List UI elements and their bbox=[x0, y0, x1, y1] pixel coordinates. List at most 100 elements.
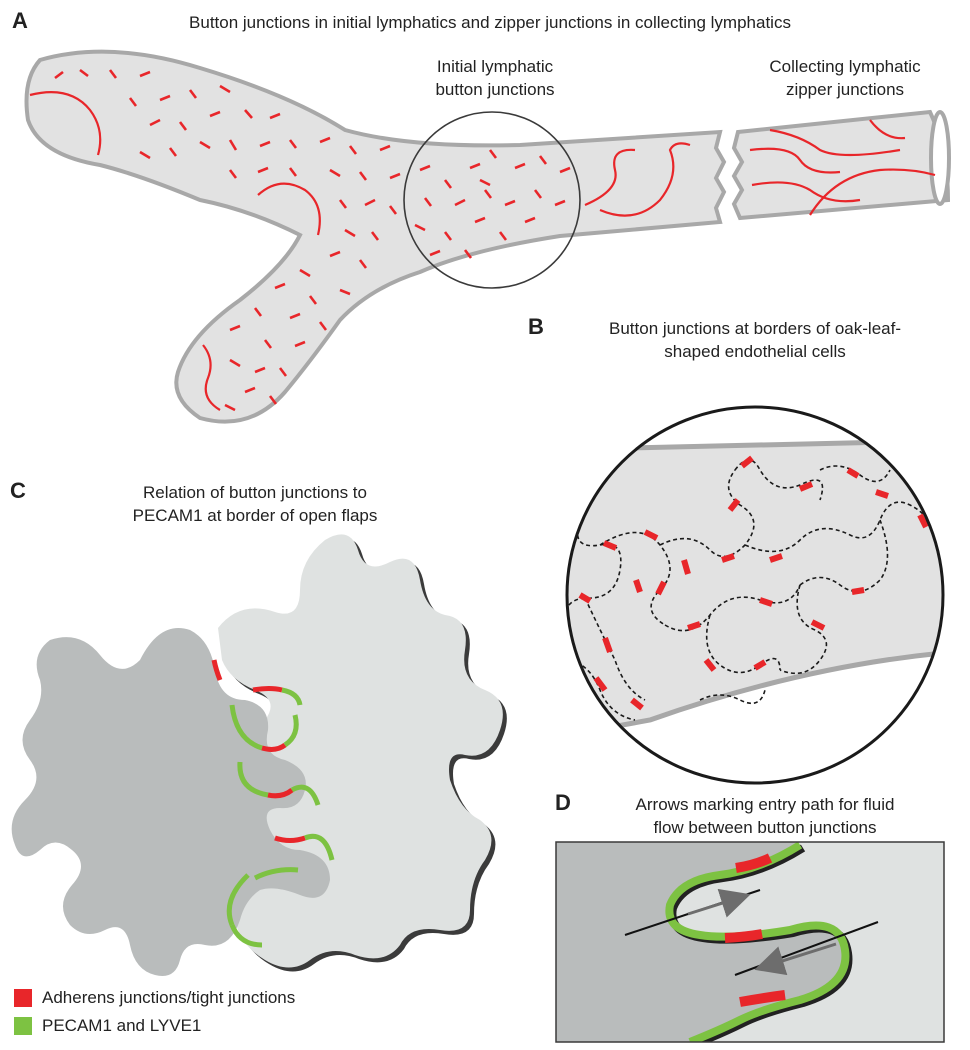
button-junction bbox=[254, 366, 266, 374]
pecam-segment bbox=[226, 873, 250, 926]
pecam-swatch bbox=[14, 1017, 32, 1035]
button-junction bbox=[379, 144, 391, 152]
panel-d-border bbox=[555, 841, 945, 1043]
button-junction bbox=[875, 489, 889, 499]
button-junction bbox=[759, 597, 773, 607]
button-junction bbox=[602, 540, 618, 551]
panel-d-flap-edge-green bbox=[665, 842, 850, 1042]
fluid-entry-view bbox=[555, 841, 945, 1043]
legend-adherens-label: Adherens junctions/tight junctions bbox=[42, 988, 296, 1007]
button-junction bbox=[219, 84, 231, 94]
button-junction bbox=[370, 231, 380, 241]
zipper-line bbox=[584, 148, 636, 207]
button-junction bbox=[288, 139, 298, 149]
panel-b-title-line1: Button junctions at borders of oak-leaf- bbox=[609, 319, 901, 338]
initial-lymphatic-label: Initial lymphatic button junctions bbox=[400, 56, 590, 102]
button-junction bbox=[159, 94, 171, 102]
panel-c-letter: C bbox=[10, 478, 26, 503]
button-junction bbox=[687, 621, 701, 631]
button-junction bbox=[108, 69, 118, 79]
collecting-lymphatic-label-line1: Collecting lymphatic bbox=[769, 57, 921, 76]
button-junction bbox=[389, 172, 401, 180]
button-junction bbox=[917, 513, 929, 529]
panel-b-letter: B bbox=[528, 314, 544, 339]
button-junction bbox=[498, 231, 508, 241]
button-junction bbox=[229, 324, 241, 332]
cell-border bbox=[779, 584, 828, 675]
button-junction bbox=[388, 205, 398, 215]
zipper-line bbox=[869, 119, 906, 140]
panel-d-title-line1: Arrows marking entry path for fluid bbox=[635, 795, 895, 814]
button-junction bbox=[727, 498, 741, 512]
button-junction bbox=[454, 198, 466, 207]
button-junction bbox=[443, 179, 453, 189]
button-junction bbox=[253, 307, 263, 317]
legend-pecam-label: PECAM1 and LYVE1 bbox=[42, 1016, 202, 1035]
zipper-line bbox=[809, 168, 936, 216]
pecam-segment bbox=[283, 714, 299, 748]
adherens-segment bbox=[267, 787, 294, 799]
initial-lymphatic-label-line2: button junctions bbox=[435, 79, 555, 99]
zipper-line bbox=[599, 142, 691, 217]
panel-d-junction-red bbox=[735, 853, 773, 873]
button-junction bbox=[488, 149, 498, 159]
button-junction bbox=[554, 199, 566, 207]
pecam-segment bbox=[304, 833, 335, 861]
button-junction bbox=[633, 579, 643, 593]
button-junction bbox=[319, 136, 331, 144]
button-junction bbox=[128, 97, 138, 107]
button-junction bbox=[178, 121, 188, 131]
button-junction bbox=[338, 199, 348, 209]
button-junction bbox=[348, 145, 358, 155]
cell-border bbox=[584, 597, 646, 701]
button-junction bbox=[228, 139, 238, 151]
button-junction bbox=[769, 553, 783, 563]
button-junction bbox=[224, 403, 236, 412]
button-junction bbox=[643, 529, 659, 541]
button-junction bbox=[533, 189, 543, 199]
button-junction bbox=[593, 676, 608, 692]
button-junction bbox=[299, 268, 311, 278]
button-junction bbox=[289, 312, 301, 320]
button-junction bbox=[278, 367, 288, 377]
button-junction bbox=[257, 166, 269, 174]
button-junction bbox=[308, 295, 318, 305]
zipper-line bbox=[202, 344, 221, 411]
zipper-junctions bbox=[29, 91, 936, 411]
collecting-lymphatic-label: Collecting lymphatic zipper junctions bbox=[730, 56, 960, 102]
button-junction bbox=[229, 358, 241, 368]
panel-b-circle-border bbox=[565, 405, 945, 785]
button-junction bbox=[364, 198, 376, 207]
panel-d-title-line2: flow between button junctions bbox=[653, 817, 877, 837]
pecam-segment bbox=[253, 867, 299, 881]
button-junction bbox=[463, 249, 473, 259]
adherens-segment bbox=[211, 659, 223, 681]
button-junction bbox=[209, 110, 221, 118]
button-junctions bbox=[54, 68, 571, 412]
flap-border-junctions bbox=[211, 659, 335, 948]
button-junction bbox=[524, 216, 536, 224]
button-junction bbox=[419, 164, 431, 172]
cell-border bbox=[569, 659, 636, 721]
button-junction bbox=[318, 321, 328, 331]
button-junction bbox=[798, 481, 814, 492]
panel-d-title: Arrows marking entry path for fluid flow… bbox=[580, 794, 950, 840]
button-junction bbox=[139, 70, 151, 78]
button-junction bbox=[263, 339, 273, 349]
legend-adherens: Adherens junctions/tight junctions bbox=[14, 988, 295, 1008]
pecam-segment bbox=[229, 704, 263, 751]
button-junction bbox=[358, 171, 368, 181]
button-junction bbox=[514, 162, 526, 170]
pecam-segment bbox=[290, 784, 321, 806]
button-junction bbox=[538, 155, 548, 165]
button-junction bbox=[188, 89, 198, 99]
button-junction bbox=[846, 467, 860, 479]
initial-lymphatic-label-line1: Initial lymphatic bbox=[436, 57, 554, 76]
panel-d-letter: D bbox=[555, 790, 571, 815]
button-junction bbox=[274, 282, 286, 290]
panel-a-letter: A bbox=[12, 8, 28, 33]
panel-d-junction-red bbox=[724, 929, 763, 943]
dark-cell bbox=[11, 628, 331, 976]
panel-c-title-line1: Relation of button junctions to bbox=[143, 483, 367, 502]
